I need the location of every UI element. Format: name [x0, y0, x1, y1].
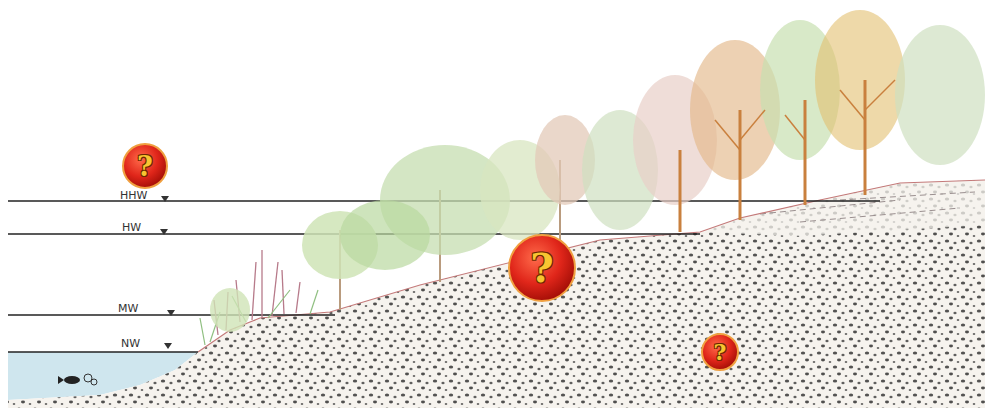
question-badge: ? [700, 332, 740, 372]
level-markers [160, 196, 175, 349]
topsoil [700, 180, 985, 236]
question-mark: ? [121, 142, 169, 190]
fish [58, 374, 97, 385]
water-level-label: NW [121, 338, 140, 349]
trees [210, 10, 985, 332]
water-level-label: MW [118, 303, 138, 314]
question-badge: ? [507, 233, 577, 303]
water-level-label: HW [122, 222, 141, 233]
water-level-label: HHW [120, 190, 147, 201]
topsoil-hatch [760, 192, 975, 222]
question-mark: ? [700, 332, 740, 372]
question-mark: ? [507, 233, 577, 303]
question-badge: ? [121, 142, 169, 190]
